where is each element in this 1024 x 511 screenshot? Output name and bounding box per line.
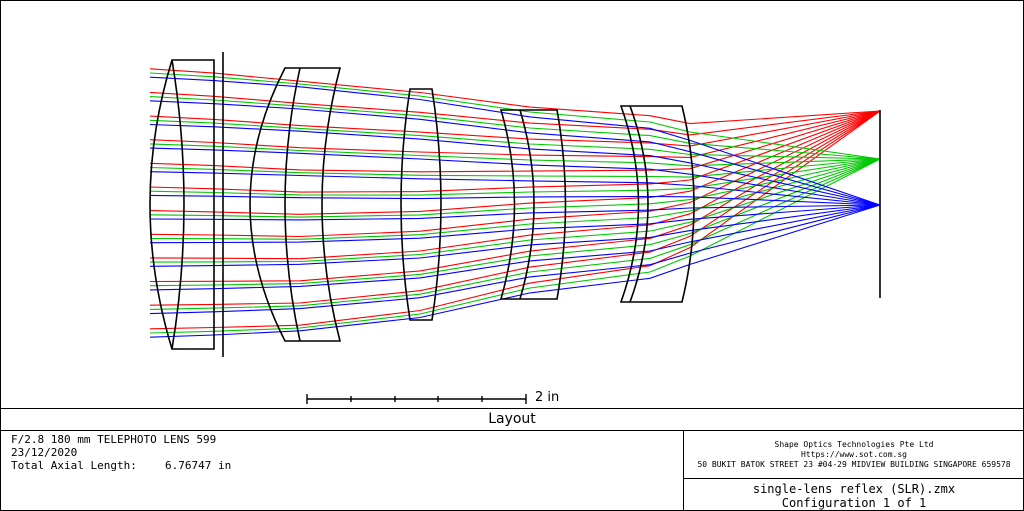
fifth-element <box>619 105 695 303</box>
ray-red <box>149 110 881 147</box>
ray-blue <box>149 204 881 244</box>
ray-red <box>149 110 881 173</box>
ray-blue <box>149 204 881 221</box>
ray-blue <box>149 204 881 267</box>
lens-elements <box>149 52 695 357</box>
second-element-cement <box>284 67 301 342</box>
ray-green <box>149 119 881 160</box>
ray-green <box>149 158 881 178</box>
ray-red <box>149 110 881 193</box>
scale-bar <box>306 394 527 404</box>
ray-red <box>149 68 881 125</box>
ray-blue <box>149 100 881 206</box>
plot-title: Layout <box>488 411 536 427</box>
fifth-element-inner-surface <box>629 105 649 303</box>
ray-blue <box>149 76 881 206</box>
ray-green <box>149 96 881 160</box>
scale-bar-label: 2 in <box>535 390 560 405</box>
ray-red <box>149 110 881 215</box>
fourth-element <box>499 109 567 300</box>
ray-blue <box>149 204 881 338</box>
ray-blue <box>149 204 881 291</box>
file-name: single-lens reflex (SLR).zmx <box>752 482 956 496</box>
ray-red <box>149 110 881 306</box>
company-website: Https://www.sot.com.sg <box>801 450 907 459</box>
ray-blue <box>149 147 881 206</box>
lens-date: 23/12/2020 <box>11 446 78 459</box>
ray-blue <box>149 123 881 206</box>
ray-red <box>149 110 881 283</box>
third-element <box>400 88 442 321</box>
company-name: Shape Optics Technologies Pte Ltd <box>774 440 934 449</box>
ray-red <box>149 110 881 158</box>
ray-green <box>149 72 881 160</box>
ray-green <box>149 158 881 218</box>
ray-green <box>149 158 881 287</box>
company-address: 50 BUKIT BATOK STREET 23 #04-29 MIDVIEW … <box>697 460 1011 469</box>
ray-traces <box>149 68 881 338</box>
front-element-inner-surface <box>171 59 185 350</box>
ray-blue <box>149 204 881 315</box>
ray-green <box>149 143 881 167</box>
ray-red <box>149 91 881 136</box>
ray-green <box>149 158 881 310</box>
configuration-label: Configuration 1 of 1 <box>781 496 927 510</box>
ray-red <box>149 110 881 238</box>
ray-red <box>149 110 881 330</box>
second-element <box>249 67 342 342</box>
ray-green <box>149 158 881 240</box>
ray-blue <box>149 171 881 206</box>
ray-green <box>149 158 881 334</box>
axial-length-value: 6.76747 in <box>165 459 232 472</box>
fourth-element-cement <box>519 109 535 300</box>
ray-green <box>149 158 881 263</box>
lens-title: F/2.8 180 mm TELEPHOTO LENS 599 <box>11 433 217 446</box>
ray-green <box>149 158 881 196</box>
axial-length-label: Total Axial Length: <box>11 459 137 472</box>
ray-red <box>149 110 881 260</box>
ray-blue <box>149 194 881 206</box>
